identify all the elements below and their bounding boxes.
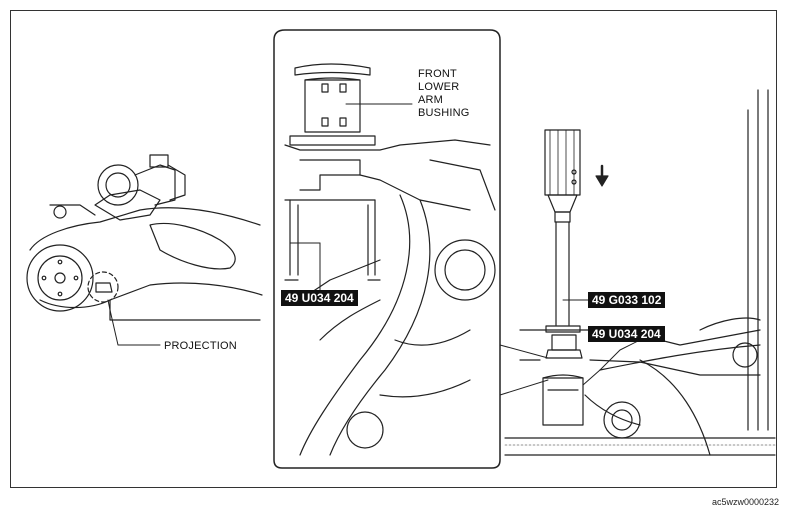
tool-tag-rod: 49 G033 102 — [588, 292, 666, 308]
tool-tag-right: 49 U034 204 — [588, 326, 665, 342]
detail-callout — [273, 29, 549, 469]
lower-arm-overview — [26, 154, 263, 346]
projection-label: PROJECTION — [164, 340, 237, 352]
label-line-2: LOWER — [418, 81, 460, 93]
label-line-1: FRONT — [418, 68, 457, 80]
label-line-4: BUSHING — [418, 107, 470, 119]
press-setup — [504, 89, 776, 456]
front-lower-arm-bushing-label: FRONT LOWER ARM BUSHING — [418, 68, 470, 120]
label-line-3: ARM — [418, 94, 444, 106]
figure-frame — [10, 10, 777, 488]
figure-code: ac5wzw0000232 — [711, 497, 779, 507]
tool-tag-left: 49 U034 204 — [281, 290, 358, 306]
